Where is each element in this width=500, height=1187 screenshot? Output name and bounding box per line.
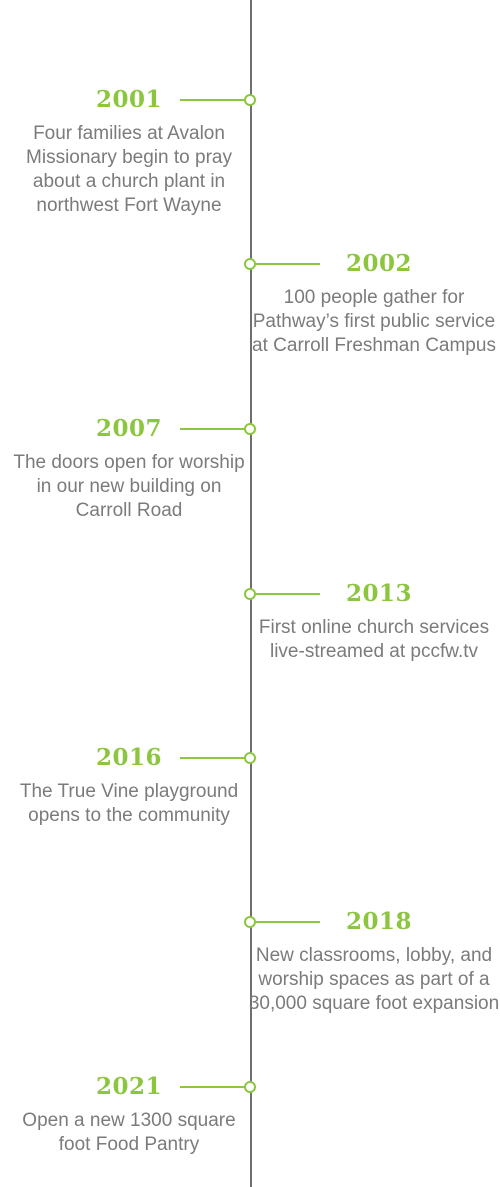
- event-node: [244, 588, 256, 600]
- event-connector: [180, 1086, 244, 1088]
- event-connector: [180, 757, 244, 759]
- event-year: 2016: [96, 744, 163, 771]
- event-node: [244, 94, 256, 106]
- event-description: First online church services live-stream…: [258, 617, 490, 662]
- event-year: 2002: [346, 250, 413, 277]
- event-node: [244, 423, 256, 435]
- event-connector: [256, 263, 320, 265]
- event-year: 2018: [346, 908, 413, 935]
- event-node: [244, 916, 256, 928]
- event-connector: [180, 428, 244, 430]
- event-node: [244, 258, 256, 270]
- event-description: Four families at Avalon Missionary begin…: [26, 123, 232, 216]
- event-year: 2001: [96, 86, 163, 113]
- event-year: 2021: [96, 1073, 163, 1100]
- event-node: [244, 752, 256, 764]
- event-description: 100 people gather for Pathway’s first pu…: [252, 287, 496, 356]
- event-connector: [180, 99, 244, 101]
- event-description: New classrooms, lobby, and worship space…: [248, 945, 500, 1014]
- event-connector: [256, 921, 320, 923]
- event-description: The doors open for worship in our new bu…: [13, 452, 245, 521]
- event-connector: [256, 593, 320, 595]
- event-description: The True Vine playground opens to the co…: [19, 781, 239, 826]
- event-description: Open a new 1300 square foot Food Pantry: [22, 1110, 236, 1155]
- event-year: 2007: [96, 415, 163, 442]
- event-node: [244, 1081, 256, 1093]
- event-year: 2013: [346, 580, 413, 607]
